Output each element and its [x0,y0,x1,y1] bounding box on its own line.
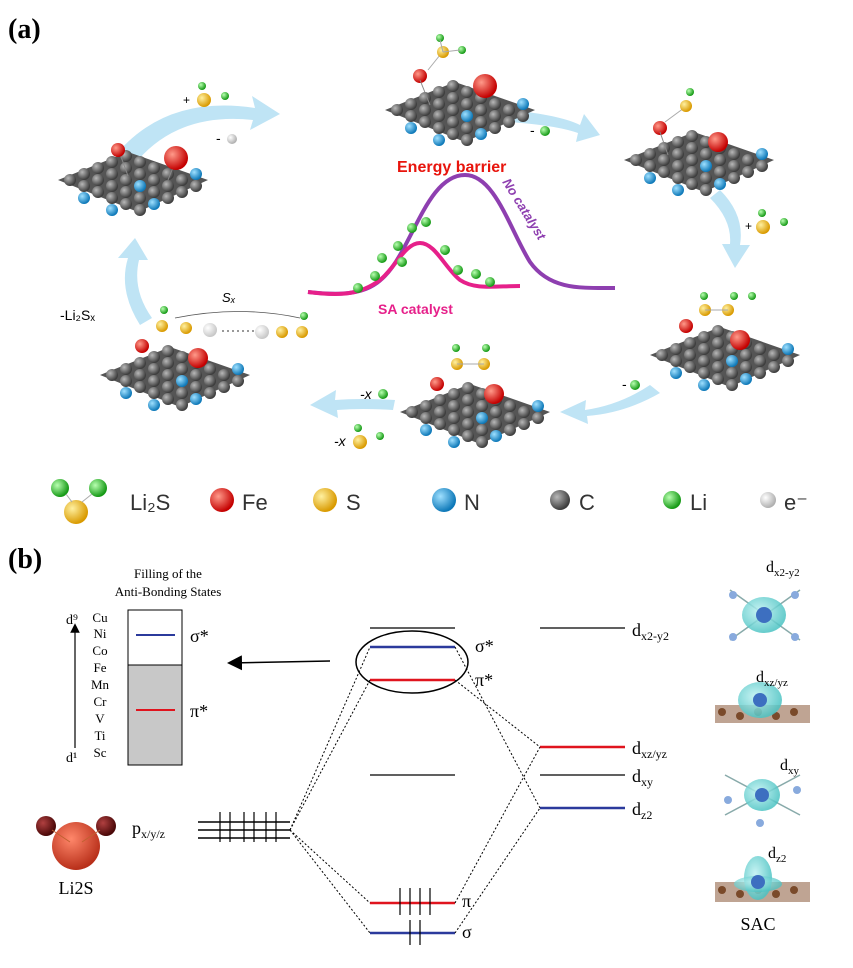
molecule-bottom [353,424,384,449]
slab-bottom-center [400,344,550,448]
d-level-xzyz: dxz/yz [632,738,667,761]
energy-barrier-label: Energy barrier [397,159,506,176]
legend-n-label: N [464,490,480,515]
filling-title-2: Anti-Bonding States [115,584,222,599]
orbital-label-z2: dz2 [768,845,786,865]
sigma-mo: σ [462,922,472,942]
legend-li2s-label: Li₂S [130,490,170,515]
li2s-label: Li2S [58,878,93,898]
metal-cr: Cr [94,694,108,709]
legend-fe-icon [210,488,234,512]
minus-sign-tl: - [216,130,221,146]
orbital-label-xzyz: dxz/yz [756,669,788,689]
metal-sc: Sc [94,745,107,760]
metal-ti: Ti [94,728,105,743]
legend-li-icon [663,491,681,509]
d9-label: d⁹ [66,613,78,628]
d-level-z2: dz2 [632,799,652,822]
orbital-label-x2y2: dx2-y2 [766,559,800,579]
legend-e-icon [760,492,776,508]
orbital-xy [724,774,801,827]
panel-a-label: (a) [8,14,41,45]
pxyz-label: px/y/z [132,818,165,841]
metal-ni: Ni [94,626,107,641]
sigma-star-left: σ* [190,626,209,646]
li-ion-right [630,380,640,390]
sac-label: SAC [740,914,775,934]
panel-b-label: (b) [8,544,42,575]
minus-x-1: -x [360,386,373,402]
sx-label: Sₓ [222,290,236,305]
legend-li-label: Li [690,490,707,515]
metal-v: V [95,711,105,726]
li2s-molecule [36,816,116,870]
sa-catalyst-label: SA catalyst [378,301,453,317]
molecule-top-left [197,82,237,144]
li-ion-bottom [378,389,388,399]
energy-profile [307,172,616,296]
pointer-arrow [227,655,331,671]
pi-star-mo: π* [475,670,493,690]
slab-top-left [58,143,208,216]
orbital-x2y2 [729,589,801,641]
cycle-arrows [118,96,750,424]
legend-fe-label: Fe [242,490,268,515]
orbital-xzyz [715,682,810,723]
metal-fe: Fe [94,660,107,675]
minus-x-2: -x [334,433,347,449]
filling-title-1: Filling of the [134,566,202,581]
metal-list: Cu Ni Co Fe Mn Cr V Ti Sc [91,610,110,760]
plus-sign-tl: + [183,93,190,107]
plus-sign-r: + [745,219,752,233]
minus-sign-tm: - [530,122,535,138]
legend-c-icon [550,490,570,510]
metal-mn: Mn [91,677,110,692]
d-level-xy: dxy [632,766,653,789]
d1-label: d¹ [66,751,77,766]
slab-left [100,306,308,411]
orbital-z2 [715,856,810,902]
metal-cu: Cu [92,610,108,625]
slab-top-center [385,34,535,146]
legend: Li₂S Fe S N C Li e⁻ [51,479,808,524]
legend-li2s-icon [51,479,107,524]
legend-s-label: S [346,490,361,515]
pi-mo: π [462,891,471,911]
mo-diagram [198,627,625,945]
no-catalyst-label: No catalyst [499,176,549,243]
pi-star-left: π* [190,701,208,721]
filling-box [127,609,183,766]
slab-top-right [624,88,774,196]
minus-sign-r: - [622,376,627,392]
metal-co: Co [92,643,107,658]
d-level-x2y2: dx2-y2 [632,620,669,643]
release-label: -Li₂Sₓ [60,307,95,323]
sigma-star-mo: σ* [475,636,494,656]
molecule-right [756,209,788,234]
orbital-label-xy: dxy [780,757,800,777]
legend-c-label: C [579,490,595,515]
legend-n-icon [432,488,456,512]
slab-right [650,292,800,391]
legend-e-label: e⁻ [784,490,808,515]
legend-s-icon [313,488,337,512]
li-ion-top [540,126,550,136]
